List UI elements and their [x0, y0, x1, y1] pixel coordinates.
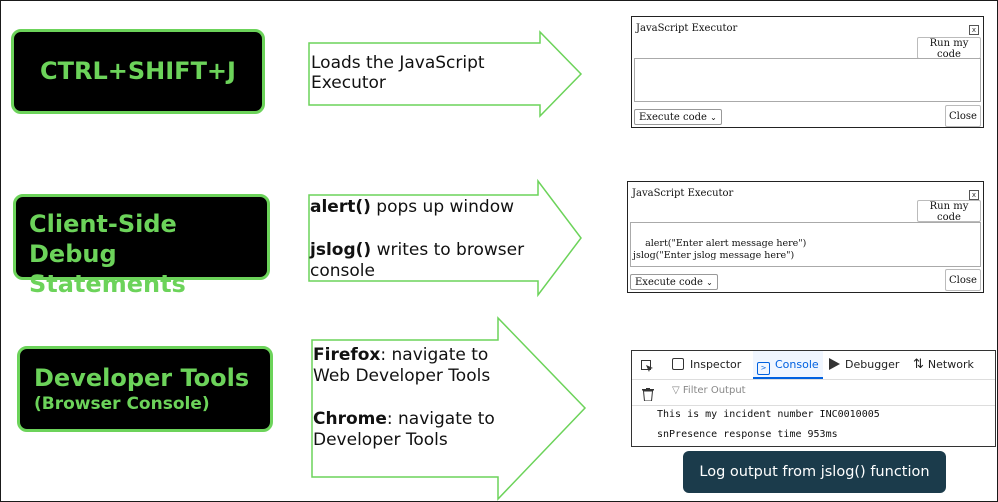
trash-icon[interactable] — [642, 386, 654, 405]
tab-inspector-label: Inspector — [690, 358, 742, 371]
network-icon: ⇅ — [913, 357, 924, 372]
devtools-box-line-2: (Browser Console) — [34, 394, 210, 414]
code-content: alert("Enter alert message here") jslog(… — [633, 238, 807, 261]
filter-output-input[interactable]: ▽ Filter Output — [672, 385, 746, 396]
arrow-shape — [308, 178, 582, 298]
execute-mode-value: Execute code — [635, 277, 703, 288]
dialog-title: JavaScript Executor — [636, 23, 738, 34]
alert-desc: pops up window — [370, 197, 515, 217]
close-button[interactable]: Close — [945, 269, 981, 291]
debug-statements-box: Client-Side Debug Statements — [13, 194, 270, 298]
run-my-code-button[interactable]: Run my code — [917, 37, 981, 60]
tab-inspector[interactable]: Inspector — [672, 351, 741, 379]
chrome-desc: : navigate to — [386, 409, 495, 429]
browser-console-panel: Inspector > Console Debugger ⇅Network ▽ F… — [631, 350, 996, 447]
firefox-keyword: Firefox — [313, 345, 381, 365]
jslog-keyword: jslog() — [310, 240, 372, 260]
execute-mode-select[interactable]: Execute code ⌄ — [630, 274, 718, 290]
close-icon[interactable]: x — [969, 25, 979, 35]
arrow-1-line-2: Executor — [311, 73, 386, 93]
execute-mode-value: Execute code — [639, 112, 707, 123]
pick-element-icon[interactable] — [641, 358, 654, 372]
firefox-desc: : navigate to — [380, 345, 489, 365]
tab-debugger-label: Debugger — [845, 358, 900, 371]
arrow-1: Loads the JavaScript Executor — [308, 30, 583, 118]
developer-tools-box: Developer Tools (Browser Console) — [17, 346, 273, 432]
chrome-desc-line-2: Developer Tools — [313, 430, 448, 450]
tab-network-label: Network — [927, 358, 974, 371]
tab-debugger[interactable]: Debugger — [829, 351, 899, 379]
console-icon: > — [757, 362, 770, 375]
tab-console[interactable]: > Console — [753, 351, 823, 379]
console-filter-bar: ▽ Filter Output — [632, 379, 995, 406]
tab-network[interactable]: ⇅Network — [913, 351, 974, 379]
console-log-line: snPresence response time 953ms — [657, 429, 838, 440]
js-executor-dialog-filled: JavaScript Executor x Run my code alert(… — [627, 181, 984, 293]
code-textarea[interactable]: alert("Enter alert message here") jslog(… — [630, 222, 981, 267]
filter-icon: ▽ — [672, 385, 680, 396]
debug-box-line-2: Statements — [29, 270, 186, 298]
dialog-title: JavaScript Executor — [632, 188, 734, 199]
jslog-desc-line-2: console — [310, 261, 375, 281]
caption-badge: Log output from jslog() function — [683, 451, 946, 493]
arrow-2: alert() pops up window jslog() writes to… — [308, 178, 582, 298]
console-log-line: This is my incident number INC0010005 — [657, 409, 880, 420]
arrow-shape — [308, 30, 583, 118]
jslog-desc: writes to browser — [371, 240, 525, 260]
devtools-tabbar: Inspector > Console Debugger ⇅Network — [632, 351, 995, 380]
arrow-1-line-1: Loads the JavaScript — [311, 53, 485, 73]
firefox-desc-line-2: Web Developer Tools — [313, 366, 491, 386]
shortcut-box: CTRL+SHIFT+J — [11, 29, 265, 114]
debugger-icon — [829, 358, 840, 370]
chevron-down-icon: ⌄ — [710, 113, 717, 122]
close-icon[interactable]: x — [969, 190, 979, 200]
debug-box-line-1: Client-Side Debug — [29, 210, 177, 268]
shortcut-label: CTRL+SHIFT+J — [40, 57, 236, 85]
alert-keyword: alert() — [310, 197, 371, 217]
chevron-down-icon: ⌄ — [706, 278, 713, 287]
filter-placeholder: Filter Output — [682, 385, 746, 396]
js-executor-dialog-empty: JavaScript Executor x Run my code Execut… — [631, 16, 984, 128]
execute-mode-select[interactable]: Execute code ⌄ — [634, 109, 722, 125]
devtools-box-line-1: Developer Tools — [34, 364, 250, 392]
tab-console-label: Console — [775, 358, 819, 371]
inspector-icon — [672, 358, 684, 370]
chrome-keyword: Chrome — [313, 409, 387, 429]
arrow-shape — [311, 316, 587, 501]
run-my-code-button[interactable]: Run my code — [917, 200, 981, 223]
close-button[interactable]: Close — [945, 105, 981, 127]
code-textarea[interactable] — [634, 58, 981, 102]
arrow-3: Firefox: navigate to Web Developer Tools… — [311, 316, 587, 501]
